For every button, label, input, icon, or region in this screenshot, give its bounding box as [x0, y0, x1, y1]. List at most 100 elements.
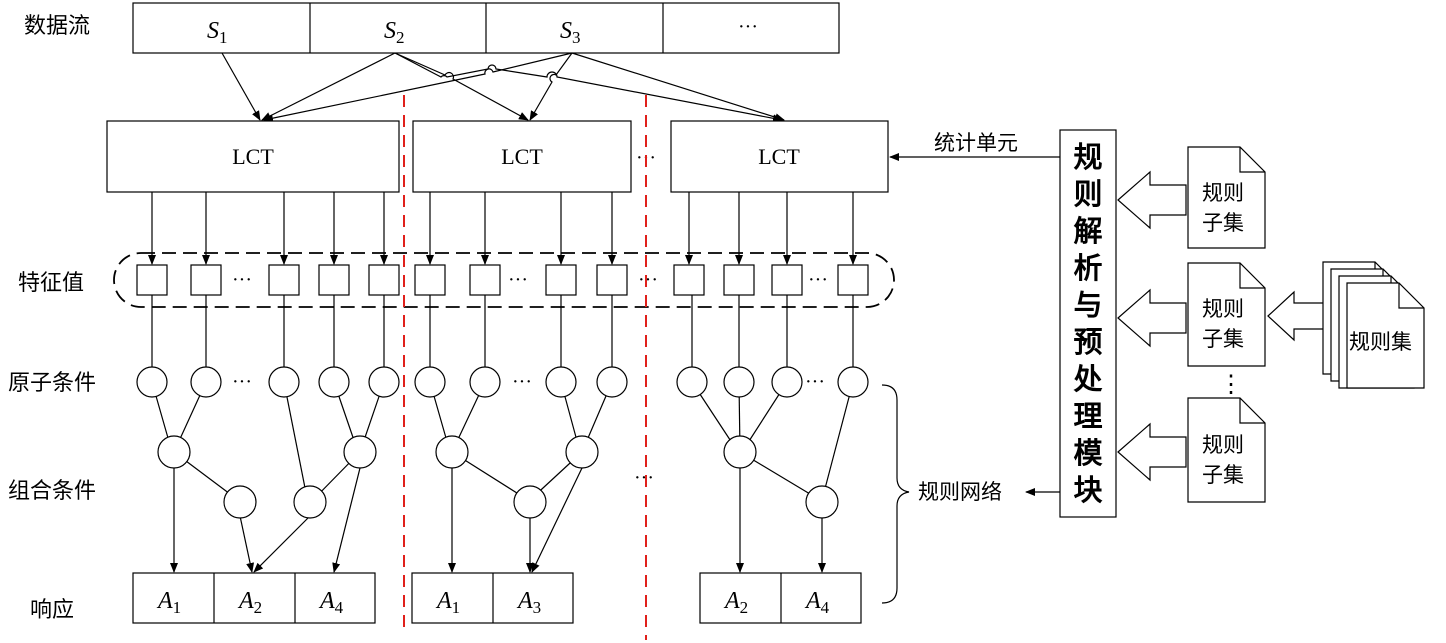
- hollow-arrow-icon: [1117, 170, 1187, 230]
- lct-label-3: LCT: [758, 144, 800, 169]
- feature-square: [136, 264, 168, 296]
- svg-text:与: 与: [1073, 288, 1102, 322]
- svg-text:子集: 子集: [1202, 327, 1244, 351]
- label-rule-network: 规则网络: [918, 480, 1002, 504]
- svg-text:规则: 规则: [1202, 297, 1244, 321]
- combined-condition-row: ···: [157, 435, 839, 519]
- atomic-node: [676, 366, 708, 398]
- rule-network-brace: [881, 384, 910, 604]
- atomic-node: [771, 366, 803, 398]
- svg-text:模: 模: [1073, 436, 1103, 470]
- module-title: 规 则 解 析 与 预 处 理 模 块: [1072, 140, 1103, 507]
- combined-node: [565, 435, 599, 469]
- combined-node: [805, 485, 839, 519]
- atomic-node: [190, 366, 222, 398]
- feature-square: [545, 264, 577, 296]
- lct-label-1: LCT: [232, 144, 274, 169]
- atomic-node: [469, 366, 501, 398]
- response-cell: A4: [804, 588, 830, 617]
- svg-text:预: 预: [1073, 325, 1102, 359]
- rule-subset-doc-2: 规则 子集: [1187, 262, 1266, 367]
- combined-node: [157, 435, 191, 469]
- lct-box-2: [412, 120, 632, 193]
- svg-text:子集: 子集: [1202, 211, 1244, 235]
- feature-square: [414, 264, 446, 296]
- lct-to-feature-arrows: [148, 192, 857, 265]
- feature-to-atomic-lines: [151, 295, 854, 368]
- atomic-condition-row: ··· ··· ···: [136, 366, 869, 398]
- response-cell: A2: [723, 588, 748, 617]
- stream-to-lct-arrows: [221, 52, 785, 123]
- atomic-node: [318, 366, 350, 398]
- combined-ellipsis: ···: [634, 467, 654, 489]
- response-cell: A3: [516, 588, 541, 617]
- feature-ellipsis: ···: [232, 269, 252, 291]
- response-cell: A2: [237, 588, 262, 617]
- feature-ellipsis: ···: [808, 269, 828, 291]
- svg-text:块: 块: [1073, 473, 1102, 507]
- combined-node: [723, 435, 757, 469]
- svg-text:析: 析: [1073, 251, 1102, 285]
- atomic-ellipsis: ···: [232, 371, 252, 393]
- atomic-node: [368, 366, 400, 398]
- feature-square: [673, 264, 705, 296]
- label-data-stream: 数据流: [24, 14, 90, 39]
- response-cell: A1: [435, 588, 460, 617]
- response-row: A1 A2 A4 A1 A3 A2 A4: [132, 572, 862, 624]
- rule-parse-module: [1059, 129, 1117, 518]
- data-stream-row: S1 S2 S3 ···: [132, 2, 840, 54]
- lct-box-1: [106, 120, 400, 193]
- feature-square: [469, 264, 501, 296]
- atomic-node: [723, 366, 755, 398]
- feature-ellipsis: ···: [508, 269, 528, 291]
- feature-group-outline: [113, 252, 895, 308]
- feature-square: [368, 264, 400, 296]
- feature-square: [596, 264, 628, 296]
- svg-text:规则: 规则: [1202, 181, 1244, 205]
- combined-node: [223, 485, 257, 519]
- stream-cell-s2: S2: [384, 18, 405, 47]
- svg-text:子集: 子集: [1202, 463, 1244, 487]
- label-feature-value: 特征值: [18, 271, 84, 296]
- svg-text:规则: 规则: [1202, 433, 1244, 457]
- network-edges: [151, 381, 854, 573]
- lct-label-2: LCT: [501, 144, 543, 169]
- combined-node: [435, 435, 469, 469]
- atomic-ellipsis: ···: [512, 371, 532, 393]
- atomic-node: [837, 366, 869, 398]
- label-response: 响应: [30, 598, 74, 623]
- feature-value-row: ··· ··· ··· ···: [113, 252, 895, 308]
- svg-text:规: 规: [1073, 140, 1102, 174]
- feature-square: [268, 264, 300, 296]
- feature-square: [723, 264, 755, 296]
- combined-node: [343, 435, 377, 469]
- feature-ellipsis: ···: [638, 269, 658, 291]
- svg-text:理: 理: [1073, 399, 1102, 433]
- svg-text:则: 则: [1073, 177, 1102, 211]
- rule-set-docs: 规则集: [1322, 261, 1425, 389]
- stream-cell-ellipsis: ···: [738, 16, 758, 38]
- label-stats-unit: 统计单元: [934, 131, 1018, 155]
- atomic-node: [545, 366, 577, 398]
- feature-square: [771, 264, 803, 296]
- rule-subset-doc-1: 规则 子集: [1187, 146, 1266, 249]
- combined-node: [293, 485, 327, 519]
- atomic-ellipsis: ···: [805, 371, 825, 393]
- atomic-node: [268, 366, 300, 398]
- atomic-node: [136, 366, 168, 398]
- stream-cell-s1: S1: [207, 18, 228, 47]
- response-cell: A4: [318, 588, 344, 617]
- label-combined-condition: 组合条件: [8, 479, 96, 504]
- svg-text:解: 解: [1073, 214, 1102, 248]
- feature-square: [190, 264, 222, 296]
- label-rule-set: 规则集: [1349, 330, 1412, 354]
- hollow-arrow-icon: [1117, 288, 1187, 348]
- feature-square: [837, 264, 869, 296]
- rule-set-arrow-icon: [1267, 290, 1326, 342]
- response-cell: A1: [156, 588, 181, 617]
- rule-subset-doc-3: 规则 子集: [1187, 397, 1266, 503]
- atomic-node: [596, 366, 628, 398]
- svg-text:处: 处: [1072, 362, 1102, 396]
- feature-square: [318, 264, 350, 296]
